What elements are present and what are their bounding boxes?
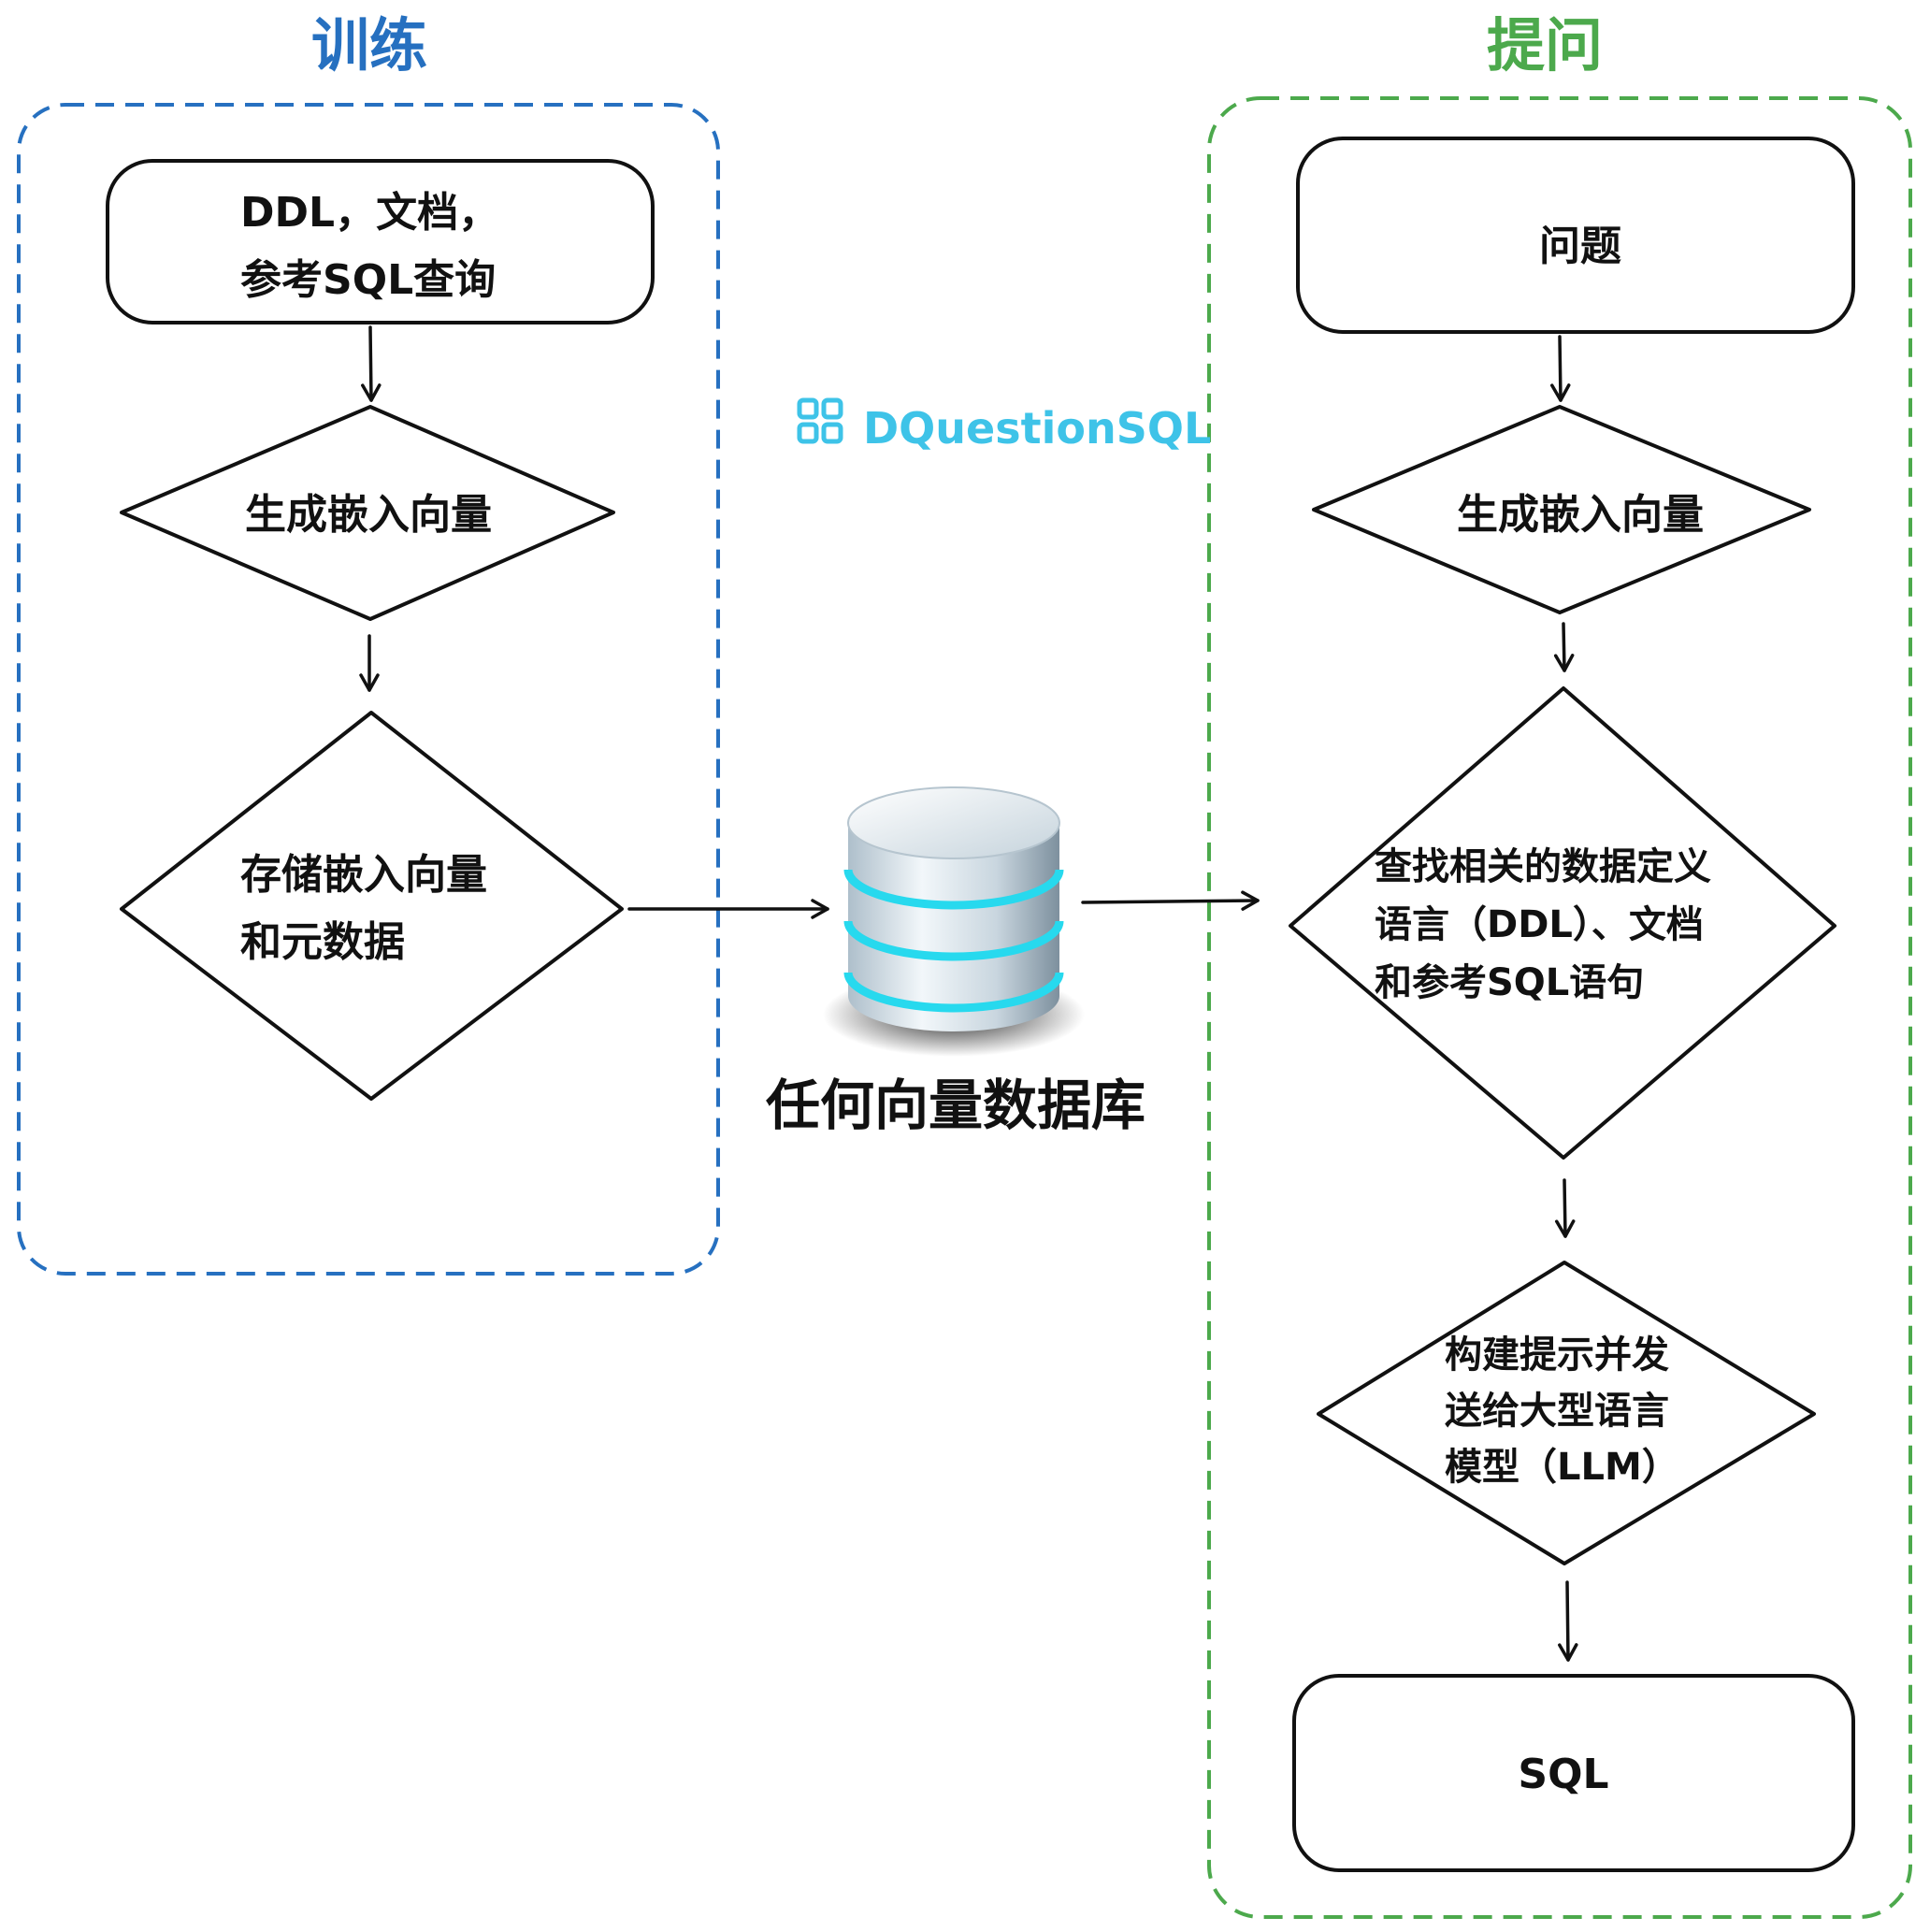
ask-prompt-node [1317,1261,1816,1565]
ask-question-box [1296,137,1855,334]
train-embed-node [120,405,615,621]
train-source-line-1: DDL，文档， [240,189,499,237]
ask-arrow-1 [1550,335,1571,402]
ask-title: 提问 [1487,11,1603,79]
ask-result-label: SQL [1518,1751,1608,1798]
ask-arrow-4 [1558,1580,1578,1662]
database-icon [823,786,1085,1057]
ask-lookup-node [1289,686,1836,1160]
ask-lookup-line-3: 和参考SQL语句 [1375,961,1644,1004]
ask-question-label: 问题 [1539,223,1621,270]
arrow-from-database [1081,890,1260,911]
train-embed-label: 生成嵌入向量 [245,491,492,539]
brand-name: DQuestionSQL [863,403,1211,454]
ask-prompt-line-2: 送给大型语言 [1445,1390,1669,1433]
ask-embed-node [1312,405,1811,614]
database-label: 任何向量数据库 [766,1074,1145,1137]
ask-prompt-line-1: 构建提示并发 [1445,1334,1669,1377]
grid-logo-icon [797,397,843,444]
train-title: 训练 [311,11,427,79]
train-store-line-2: 和元数据 [240,918,405,966]
ask-arrow-2 [1553,622,1575,672]
train-store-line-1: 存储嵌入向量 [240,851,487,899]
ask-group-frame [1207,96,1912,1919]
train-store-node [120,711,624,1101]
ask-lookup-line-1: 查找相关的数据定义 [1375,845,1711,888]
ask-result-box [1292,1674,1855,1872]
train-source-box [106,159,655,324]
train-source-line-2: 参考SQL查询 [240,256,496,304]
train-arrow-1 [361,325,382,402]
ask-arrow-3 [1554,1178,1576,1238]
train-group-frame [17,103,720,1276]
ask-embed-label: 生成嵌入向量 [1457,491,1704,539]
ask-prompt-line-3: 模型（LLM） [1445,1446,1679,1489]
ask-lookup-line-2: 语言（DDL）、文档 [1375,903,1704,946]
